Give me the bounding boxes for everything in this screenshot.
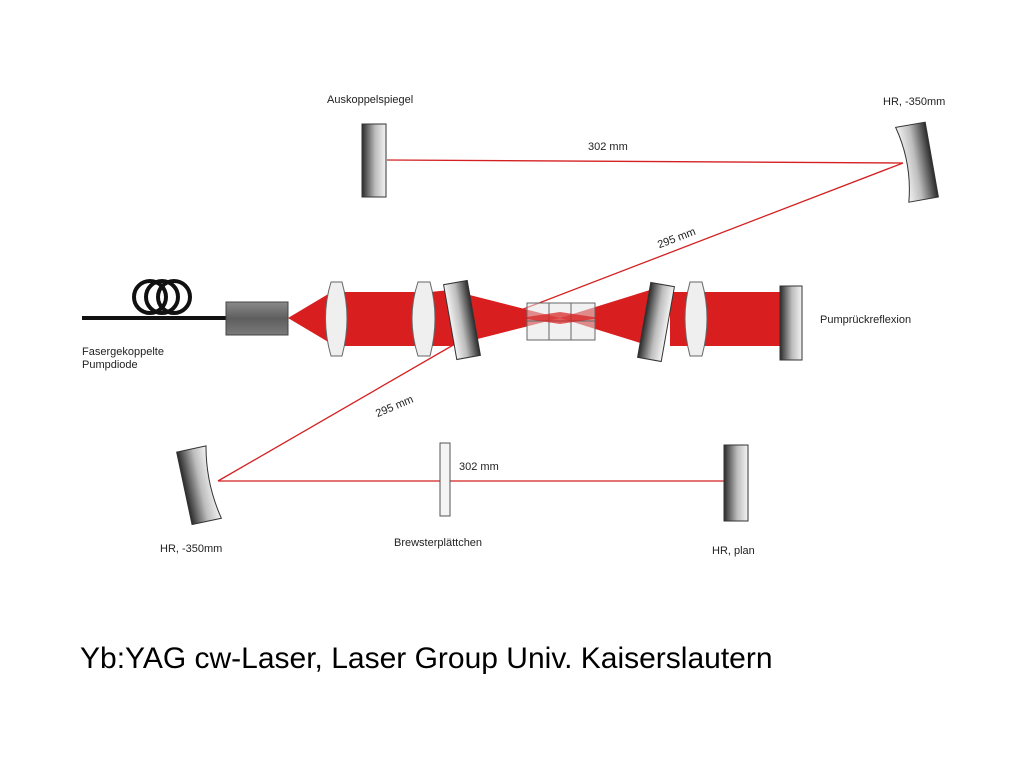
hr-top-label: HR, -350mm — [883, 96, 946, 108]
distance-bottom-label: 302 mm — [459, 461, 499, 473]
hr-plan-label: HR, plan — [712, 545, 755, 557]
pump-diode-housing — [225, 301, 289, 336]
pump-reflection-label: Pumprückreflexion — [820, 314, 912, 326]
hr-bottom-label: HR, -350mm — [160, 543, 223, 555]
folding-mirror-left — [443, 279, 481, 361]
pump-diode-label: Fasergekoppelte Pumpdiode — [82, 346, 164, 371]
distance-top-label: 302 mm — [588, 141, 628, 153]
brewster-plate — [439, 442, 451, 517]
focusing-lens — [325, 281, 708, 357]
output-mirror-label: Auskoppelspiegel — [327, 94, 414, 106]
hr-plan-mirror — [723, 444, 749, 522]
output-coupler-mirror — [361, 123, 387, 198]
hr-mirror-top — [894, 121, 939, 203]
slide-caption: Yb:YAG cw-Laser, Laser Group Univ. Kaise… — [80, 642, 773, 675]
hr-mirror-bottom — [176, 445, 223, 526]
folding-mirror-right — [637, 281, 675, 363]
pump-focus — [520, 312, 600, 324]
laser-optics-drawing — [82, 121, 939, 526]
pump-fiber — [82, 279, 228, 320]
brewster-plate-label: Brewsterplättchen — [394, 537, 483, 549]
pump-reflection-mirror — [779, 285, 803, 361]
